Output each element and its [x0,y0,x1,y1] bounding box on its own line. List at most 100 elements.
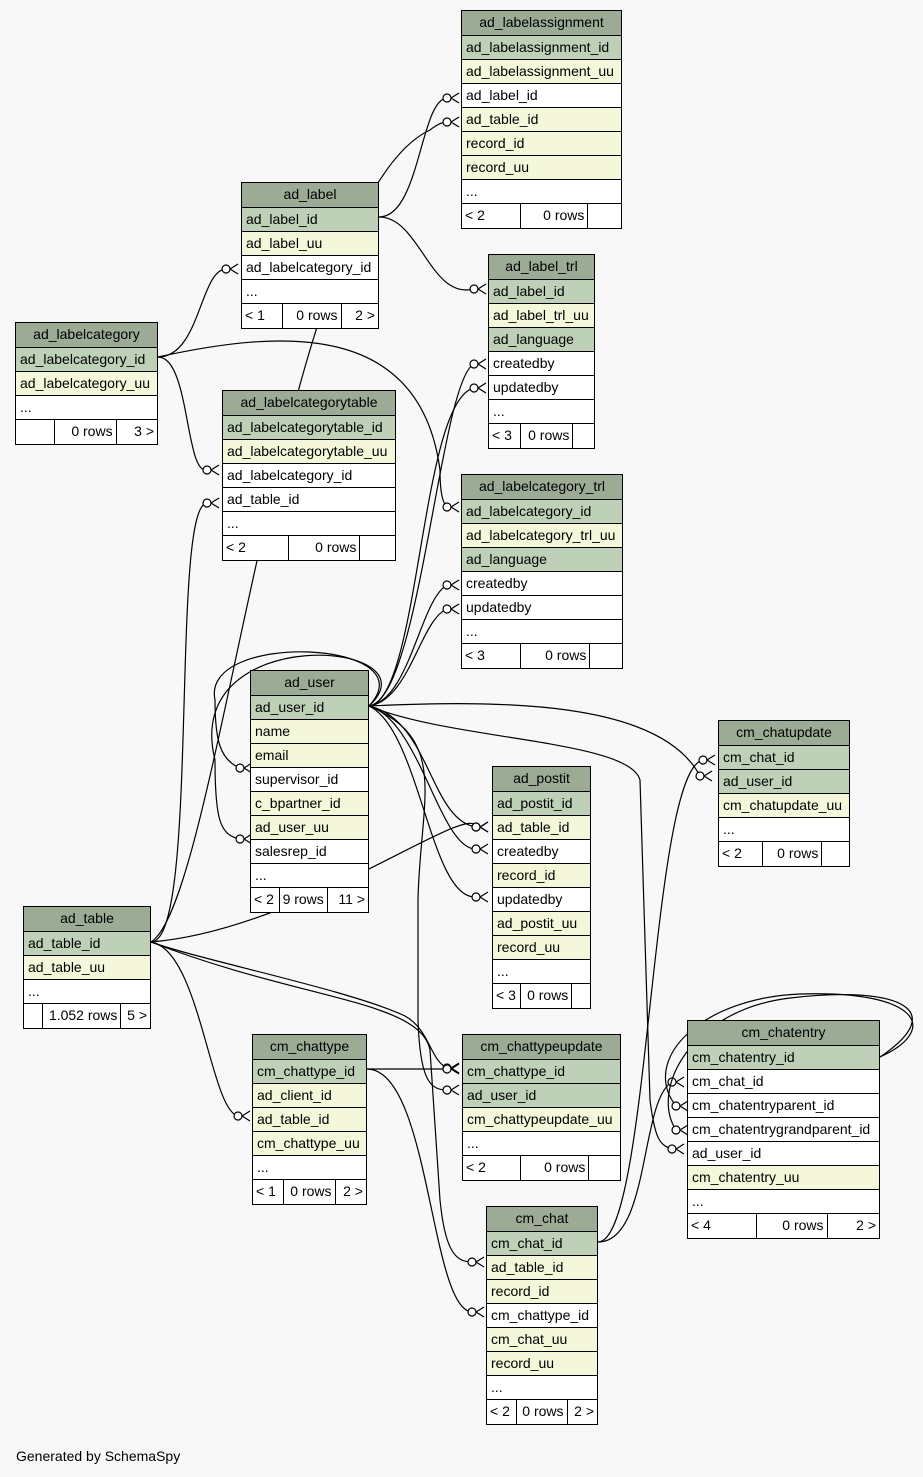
column-row[interactable]: record_uu [493,936,590,960]
footer-parent-count[interactable]: < 3 [489,424,522,448]
footer-parent-count[interactable]: < 2 [251,888,280,912]
table-title[interactable]: cm_chatupdate [719,721,849,746]
column-row[interactable]: ad_labelcategory_id [462,500,622,524]
column-row[interactable]: ad_label_uu [242,232,378,256]
column-row[interactable]: updatedby [493,888,590,912]
column-row[interactable]: name [251,720,368,744]
column-row[interactable]: cm_chat_id [688,1070,879,1094]
column-row[interactable]: updatedby [489,376,594,400]
column-row[interactable]: ad_labelcategory_id [16,348,157,372]
column-row[interactable]: cm_chattype_id [487,1304,597,1328]
table-title[interactable]: cm_chattype [253,1035,366,1060]
footer-child-count[interactable] [572,984,590,1008]
column-row[interactable]: ad_table_id [487,1256,597,1280]
column-row[interactable]: supervisor_id [251,768,368,792]
column-row[interactable]: cm_chat_id [487,1232,597,1256]
column-row[interactable]: cm_chat_uu [487,1328,597,1352]
footer-child-count[interactable]: 2 > [574,1403,594,1419]
footer-child-count[interactable]: 11 > [338,891,366,907]
column-row[interactable]: ad_table_id [24,932,150,956]
footer-child-count[interactable]: 3 > [134,423,155,439]
column-row[interactable]: cm_chattype_id [253,1060,366,1084]
footer-parent-count[interactable]: < 2 [463,1156,522,1180]
footer-parent-count[interactable]: < 2 [462,204,522,228]
footer-parent-count[interactable]: < 3 [462,644,522,668]
footer-parent-count[interactable] [24,1004,43,1028]
column-row[interactable]: ad_table_id [253,1108,366,1132]
column-row[interactable]: updatedby [462,596,622,620]
table-title[interactable]: ad_table [24,907,150,932]
more-columns[interactable]: ... [719,818,849,842]
table-title[interactable]: cm_chat [487,1207,597,1232]
column-row[interactable]: ad_labelcategory_trl_uu [462,524,622,548]
column-row[interactable]: ad_user_uu [251,816,368,840]
column-row[interactable]: ad_language [489,328,594,352]
column-row[interactable]: record_id [462,132,621,156]
column-row[interactable]: cm_chat_id [719,746,849,770]
column-row[interactable]: ad_postit_uu [493,912,590,936]
more-columns[interactable]: ... [688,1190,879,1214]
column-row[interactable]: ad_labelcategorytable_id [223,416,395,440]
column-row[interactable]: record_id [487,1280,597,1304]
column-row[interactable]: cm_chatupdate_uu [719,794,849,818]
column-row[interactable]: createdby [489,352,594,376]
column-row[interactable]: ad_label_id [462,84,621,108]
more-columns[interactable]: ... [251,864,368,888]
column-row[interactable]: ad_labelcategory_id [223,464,395,488]
table-title[interactable]: ad_postit [493,767,590,792]
column-row[interactable]: ad_user_id [719,770,849,794]
column-row[interactable]: record_uu [487,1352,597,1376]
footer-child-count[interactable] [589,1156,620,1180]
column-row[interactable]: ad_labelcategory_id [242,256,378,280]
footer-parent-count[interactable]: < 2 [223,536,290,560]
table-title[interactable]: ad_labelassignment [462,11,621,36]
more-columns[interactable]: ... [253,1156,366,1180]
table-title[interactable]: cm_chatentry [688,1021,879,1046]
column-row[interactable]: ad_client_id [253,1084,366,1108]
column-row[interactable]: ad_label_id [242,208,378,232]
column-row[interactable]: salesrep_id [251,840,368,864]
more-columns[interactable]: ... [489,400,594,424]
column-row[interactable]: createdby [462,572,622,596]
column-row[interactable]: email [251,744,368,768]
more-columns[interactable]: ... [493,960,590,984]
column-row[interactable]: ad_table_uu [24,956,150,980]
table-title[interactable]: ad_label [242,183,378,208]
column-row[interactable]: ad_labelassignment_uu [462,60,621,84]
more-columns[interactable]: ... [242,280,378,304]
column-row[interactable]: ad_user_id [251,696,368,720]
more-columns[interactable]: ... [463,1132,620,1156]
column-row[interactable]: ad_user_id [688,1142,879,1166]
column-row[interactable]: cm_chattypeupdate_uu [463,1108,620,1132]
column-row[interactable]: ad_table_id [462,108,621,132]
column-row[interactable]: cm_chatentry_uu [688,1166,879,1190]
footer-child-count[interactable]: 2 > [856,1217,876,1233]
column-row[interactable]: c_bpartner_id [251,792,368,816]
column-row[interactable]: ad_user_id [463,1084,620,1108]
column-row[interactable]: ad_label_id [489,280,594,304]
footer-child-count[interactable] [590,644,622,668]
footer-child-count[interactable] [573,424,594,448]
footer-parent-count[interactable] [16,420,56,444]
column-row[interactable]: cm_chatentryparent_id [688,1094,879,1118]
column-row[interactable]: ad_language [462,548,622,572]
more-columns[interactable]: ... [462,180,621,204]
more-columns[interactable]: ... [16,396,157,420]
footer-child-count[interactable]: 2 > [355,307,375,323]
footer-child-count[interactable]: 5 > [127,1007,147,1023]
column-row[interactable]: ad_labelassignment_id [462,36,621,60]
footer-child-count[interactable] [360,536,395,560]
